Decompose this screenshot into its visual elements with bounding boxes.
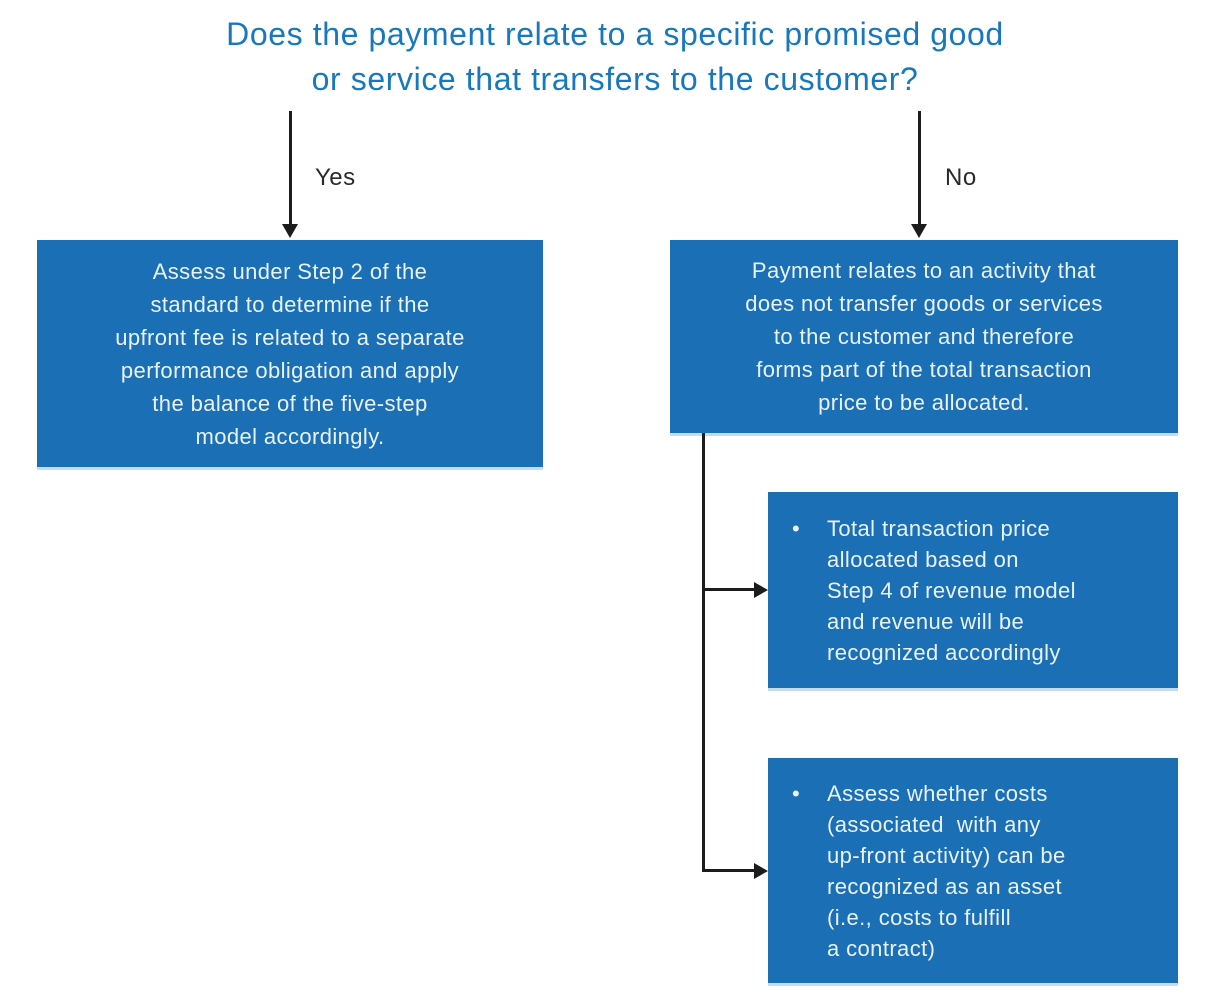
- outcome-row: • Assess whether costs (associated with …: [768, 778, 1178, 964]
- yes-arrow-line: [289, 111, 292, 226]
- outcome-box-allocation: • Total transaction price allocated base…: [768, 492, 1178, 688]
- yes-outcome-text: Assess under Step 2 of the standard to d…: [115, 258, 465, 449]
- no-arrowhead-icon: [911, 224, 927, 238]
- branch-arrowhead-allocation-icon: [754, 582, 768, 598]
- yes-arrowhead-icon: [282, 224, 298, 238]
- branch-arrowhead-costs-icon: [754, 863, 768, 879]
- outcome-costs-text: Assess whether costs (associated with an…: [827, 780, 1066, 961]
- branch-line-costs: [702, 869, 755, 872]
- yes-label: Yes: [315, 164, 356, 191]
- outcome-allocation-text: Total transaction price allocated based …: [827, 515, 1076, 665]
- branch-line-allocation: [702, 588, 755, 591]
- decision-question: Does the payment relate to a specific pr…: [226, 16, 1004, 97]
- outcome-row: • Total transaction price allocated base…: [768, 513, 1178, 668]
- no-outcome-text: Payment relates to an activity that does…: [745, 258, 1103, 415]
- bullet-icon: •: [792, 515, 801, 541]
- no-label: No: [945, 164, 977, 191]
- no-outcome-box: Payment relates to an activity that does…: [670, 240, 1178, 433]
- yes-outcome-box: Assess under Step 2 of the standard to d…: [37, 240, 543, 467]
- outcome-box-costs: • Assess whether costs (associated with …: [768, 758, 1178, 983]
- no-arrow-line: [918, 111, 921, 226]
- connector-trunk-line: [702, 433, 705, 872]
- bullet-icon: •: [792, 780, 801, 806]
